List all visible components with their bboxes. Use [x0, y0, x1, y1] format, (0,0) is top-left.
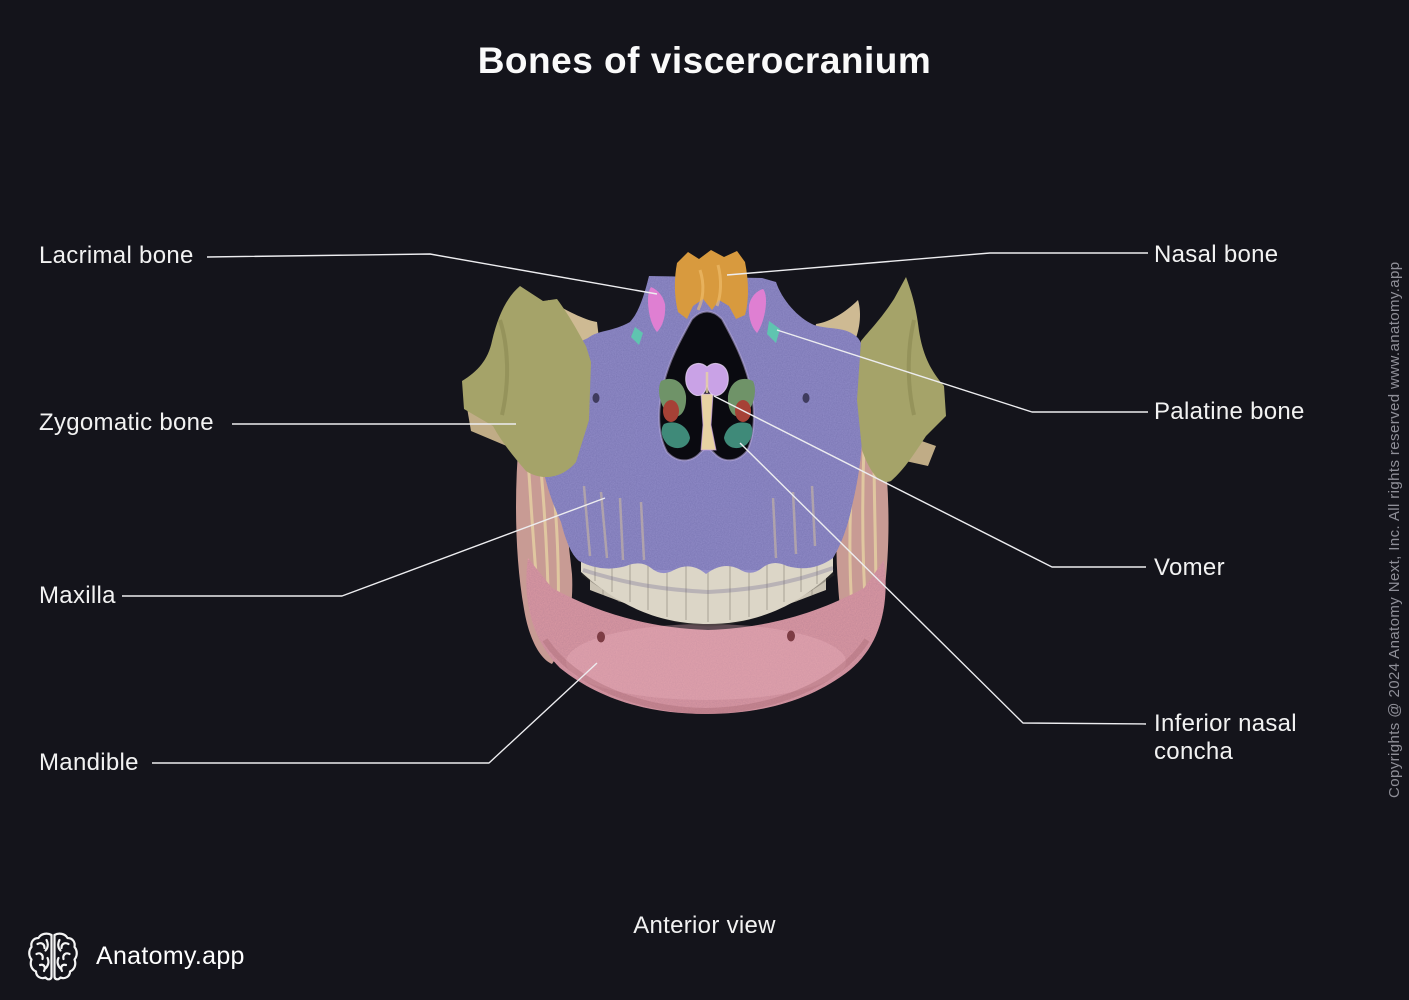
inferior-nasal-concha-left [659, 378, 690, 449]
palatine-bone-right [767, 321, 780, 343]
label-nasal-bone: Nasal bone [1154, 241, 1279, 268]
gumline-shadow [582, 566, 834, 595]
mental-foramen-left [597, 631, 605, 643]
page-title: Bones of viscerocranium [477, 40, 932, 81]
leader-line-maxilla [122, 497, 606, 597]
label-mandible: Mandible [39, 749, 139, 776]
mandible-lower-shading [542, 638, 870, 715]
label-inferior-nasal-concha: Inferior nasal concha [1154, 710, 1297, 765]
palatine-bone-left [631, 327, 643, 345]
nasal-bones [674, 250, 748, 319]
concha-left-teal [661, 422, 690, 449]
label-lacrimal-bone: Lacrimal bone [39, 242, 194, 269]
label-maxilla: Maxilla [39, 582, 116, 609]
inferior-nasal-concha-right [724, 378, 755, 449]
leader-line-nasal [726, 252, 1148, 276]
brain-icon [28, 932, 78, 981]
label-vomer: Vomer [1154, 554, 1225, 581]
mental-foramen-right [787, 630, 795, 642]
nasal-highlight-1 [696, 269, 705, 311]
leader-line-palatine [776, 329, 1148, 413]
leader-line-concha [739, 442, 1147, 725]
zygomatic-bone-right [857, 277, 946, 482]
infraorbital-foramen-left [592, 393, 600, 403]
view-label: Anterior view [633, 912, 776, 939]
zygomatic-shading-right [906, 319, 916, 416]
palatine-bones [631, 321, 780, 345]
concha-left-red [663, 400, 679, 422]
copyright-text: Copyrights @ 2024 Anatomy Next, Inc. All… [1386, 261, 1403, 799]
brand-lockup: Anatomy.app [28, 930, 245, 982]
label-zygomatic-bone: Zygomatic bone [39, 409, 214, 436]
nasal-aperture-group [658, 310, 755, 462]
lacrimal-bones [648, 287, 766, 333]
brand-name: Anatomy.app [96, 941, 245, 970]
leader-line-vomer [713, 395, 1146, 568]
chin-highlight [566, 624, 846, 700]
nasal-highlight-2 [715, 264, 722, 307]
concha-right-teal [724, 422, 753, 449]
lacrimal-bone-left [648, 287, 666, 332]
lacrimal-bone-right [748, 289, 766, 333]
label-palatine-bone: Palatine bone [1154, 398, 1305, 425]
zygomatic-bone-left [462, 286, 591, 478]
leader-lines [122, 252, 1148, 764]
vomer [685, 363, 729, 451]
zygomatic-shading-left [498, 319, 510, 416]
zygomatic-bones [462, 277, 946, 482]
leader-line-mandible [152, 662, 598, 764]
nasal-bone-shape [674, 250, 748, 319]
infraorbital-foramen-right [802, 393, 810, 403]
leader-line-lacrimal [206, 253, 658, 295]
